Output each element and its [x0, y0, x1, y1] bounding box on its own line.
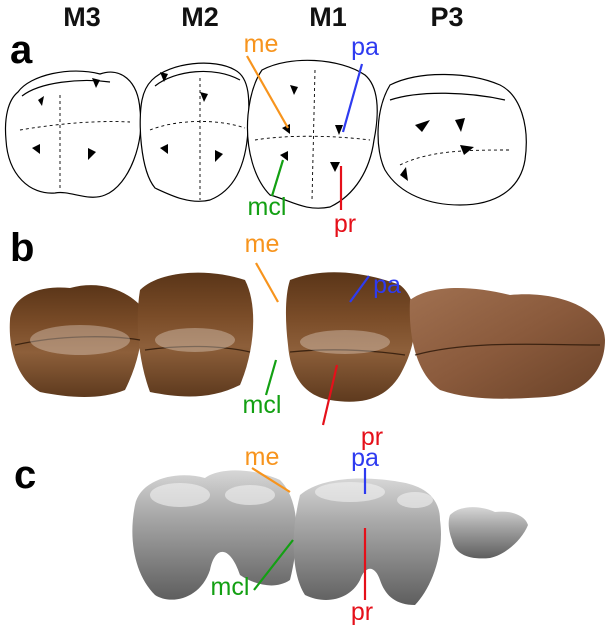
m2-outline	[139, 62, 250, 202]
panel-a-dashed-lines	[19, 69, 511, 201]
p3-photo	[409, 288, 605, 399]
m1-photo	[285, 272, 415, 402]
label-b-mcl: mcl	[242, 391, 282, 419]
label-a-pr: pr	[333, 210, 357, 238]
label-a-pa: pa	[351, 33, 379, 61]
label-c-me: me	[244, 443, 280, 471]
label-c-pr: pr	[350, 598, 374, 626]
label-a-mcl: mcl	[247, 193, 287, 221]
p3-outline	[377, 73, 527, 206]
tooth-label-m3: M3	[63, 2, 101, 32]
leader-lines	[246, 55, 370, 600]
p3-model	[448, 507, 528, 559]
panel-letter-b: b	[10, 226, 35, 270]
tooth-label-m2: M2	[181, 2, 219, 32]
m3-photo	[9, 285, 142, 397]
label-b-pr: pr	[360, 423, 384, 451]
label-a-me: me	[243, 30, 279, 58]
m2-photo	[137, 272, 254, 397]
tooth-label-m1: M1	[309, 2, 347, 32]
panel-a-fissures	[32, 72, 474, 181]
label-b-me: me	[244, 230, 280, 258]
label-c-mcl: mcl	[210, 573, 250, 601]
m3-outline	[4, 70, 142, 198]
label-c-pa: pa	[351, 444, 379, 472]
label-b-pa: pa	[373, 271, 401, 299]
m1-model	[293, 478, 441, 605]
panel-c-3d-model	[132, 470, 528, 605]
panel-b-photo	[9, 272, 605, 402]
panel-letter-c: c	[14, 453, 37, 497]
panel-a-drawing	[4, 59, 527, 209]
tooth-label-p3: P3	[430, 2, 464, 32]
panel-letter-a: a	[10, 28, 33, 72]
